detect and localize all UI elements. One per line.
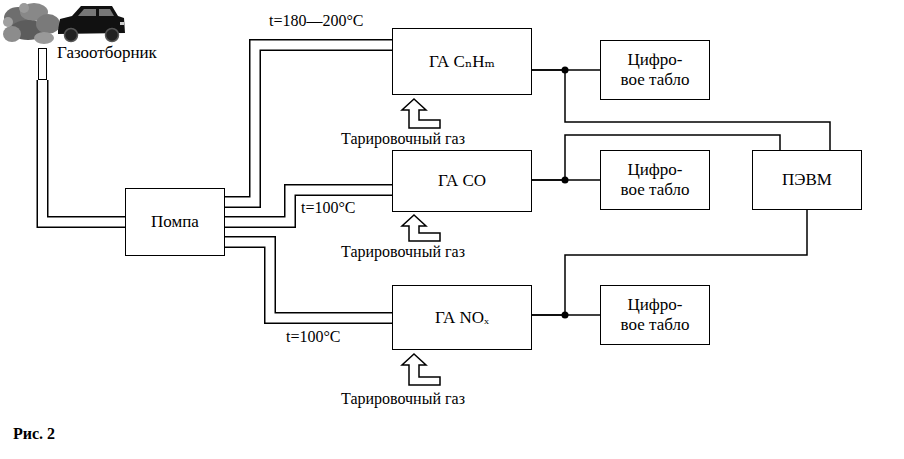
probe-pipe (38, 48, 47, 80)
node-text: Помпа (151, 212, 199, 232)
temperature-label: t=180—200°C (268, 12, 365, 30)
figure-caption: Рис. 2 (12, 425, 56, 443)
computer-box: ПЭВМ (752, 150, 862, 210)
node-text: ГА CₙHₘ (429, 52, 495, 72)
gas-tube (225, 45, 392, 202)
node-text: Цифро- вое табло (617, 160, 693, 199)
car (58, 6, 125, 42)
analyzer-box: ГА CₙHₘ (392, 28, 532, 95)
exhaust-smoke (3, 3, 60, 44)
calibration-gas-label: Тарировочный газ (340, 130, 466, 148)
node-text: ГА CO (438, 171, 486, 191)
node-text: Газоотборник (57, 44, 157, 62)
node-text: Цифро- вое табло (617, 50, 693, 89)
junction-dot (562, 67, 569, 74)
display-box: Цифро- вое табло (600, 285, 710, 345)
gas-tube (43, 80, 126, 222)
junction-dot (562, 177, 569, 184)
display-box: Цифро- вое табло (600, 40, 710, 100)
display-box: Цифро- вое табло (600, 150, 710, 210)
analyzer-box: ГА NOₓ (392, 285, 532, 350)
calibration-gas-label: Тарировочный газ (340, 243, 466, 261)
calibration-arrow (402, 354, 440, 385)
analyzer-box: ГА CO (392, 150, 532, 212)
calibration-arrow (402, 215, 440, 241)
calibration-gas-label: Тарировочный газ (340, 390, 466, 408)
pump-box: Помпа (125, 188, 225, 256)
temperature-label: t=100°C (300, 199, 357, 217)
node-text: ГА NOₓ (435, 308, 489, 328)
node-text: Цифро- вое табло (617, 295, 693, 334)
temperature-label: t=100°C (285, 328, 342, 346)
gas-tube (225, 190, 392, 222)
calibration-arrow (402, 99, 440, 128)
junction-dot (562, 312, 569, 319)
node-text: ПЭВМ (782, 170, 832, 190)
